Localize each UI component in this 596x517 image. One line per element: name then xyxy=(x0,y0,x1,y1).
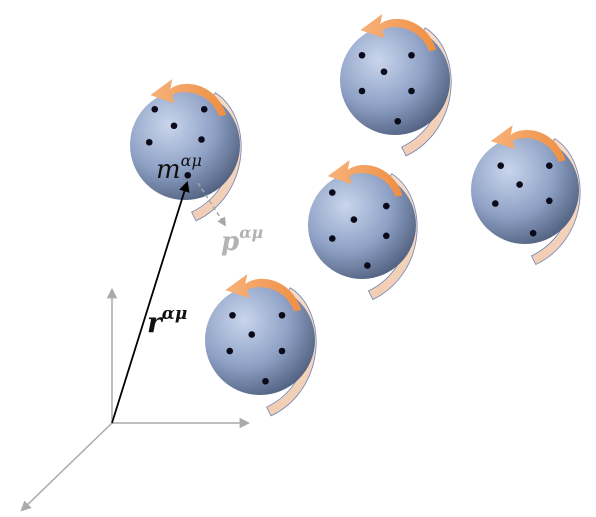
interaction-site xyxy=(329,189,336,196)
molecule-1 xyxy=(130,79,242,222)
interaction-site xyxy=(546,197,553,205)
interaction-site xyxy=(358,51,366,59)
interaction-site xyxy=(184,171,192,179)
interaction-site xyxy=(262,377,269,385)
molecule-sphere xyxy=(130,90,240,200)
interaction-site xyxy=(408,87,415,95)
interaction-site xyxy=(408,51,415,59)
rotation-arrow-front xyxy=(490,125,566,162)
interaction-site xyxy=(145,138,153,146)
molecule-3 xyxy=(471,125,581,266)
coordinate-axes xyxy=(20,287,251,512)
rotation-arrow-front xyxy=(150,79,227,117)
interaction-site xyxy=(364,262,371,269)
interaction-site xyxy=(170,122,178,130)
momentum-vector xyxy=(197,182,226,227)
mass-label: mαμ xyxy=(156,151,202,185)
momentum-label: pαμ xyxy=(221,223,264,257)
molecule-2 xyxy=(340,14,452,157)
interaction-site xyxy=(278,347,286,355)
interaction-site xyxy=(350,216,358,223)
interaction-site xyxy=(492,200,499,207)
interaction-site xyxy=(278,311,286,319)
molecule-sphere xyxy=(471,136,579,244)
molecule-sphere xyxy=(308,171,416,279)
molecules xyxy=(130,14,581,417)
interaction-site xyxy=(380,68,388,76)
interaction-site xyxy=(358,87,366,95)
interaction-site xyxy=(329,235,336,242)
position-vector xyxy=(111,180,190,424)
molecule-sphere xyxy=(340,25,450,135)
interaction-site xyxy=(529,229,537,237)
interaction-site xyxy=(516,181,523,188)
rotation-arrow-front xyxy=(360,14,437,52)
molecule-sphere xyxy=(205,285,315,395)
interaction-site xyxy=(383,202,390,210)
interaction-site xyxy=(226,347,234,355)
rotation-arrow-front xyxy=(327,160,403,197)
interaction-site xyxy=(383,232,390,240)
y-axis xyxy=(20,422,113,512)
interaction-site xyxy=(497,162,505,169)
interaction-site xyxy=(394,117,402,125)
rotation-arrow-front xyxy=(225,274,302,312)
molecule-5 xyxy=(205,274,317,417)
position-label: rαμ xyxy=(147,304,187,339)
molecule-4 xyxy=(308,160,418,301)
interaction-site xyxy=(151,105,159,113)
interaction-site xyxy=(229,311,236,319)
interaction-site xyxy=(546,162,553,169)
interaction-site xyxy=(248,331,256,338)
interaction-site xyxy=(198,136,205,143)
interaction-site xyxy=(200,105,208,113)
